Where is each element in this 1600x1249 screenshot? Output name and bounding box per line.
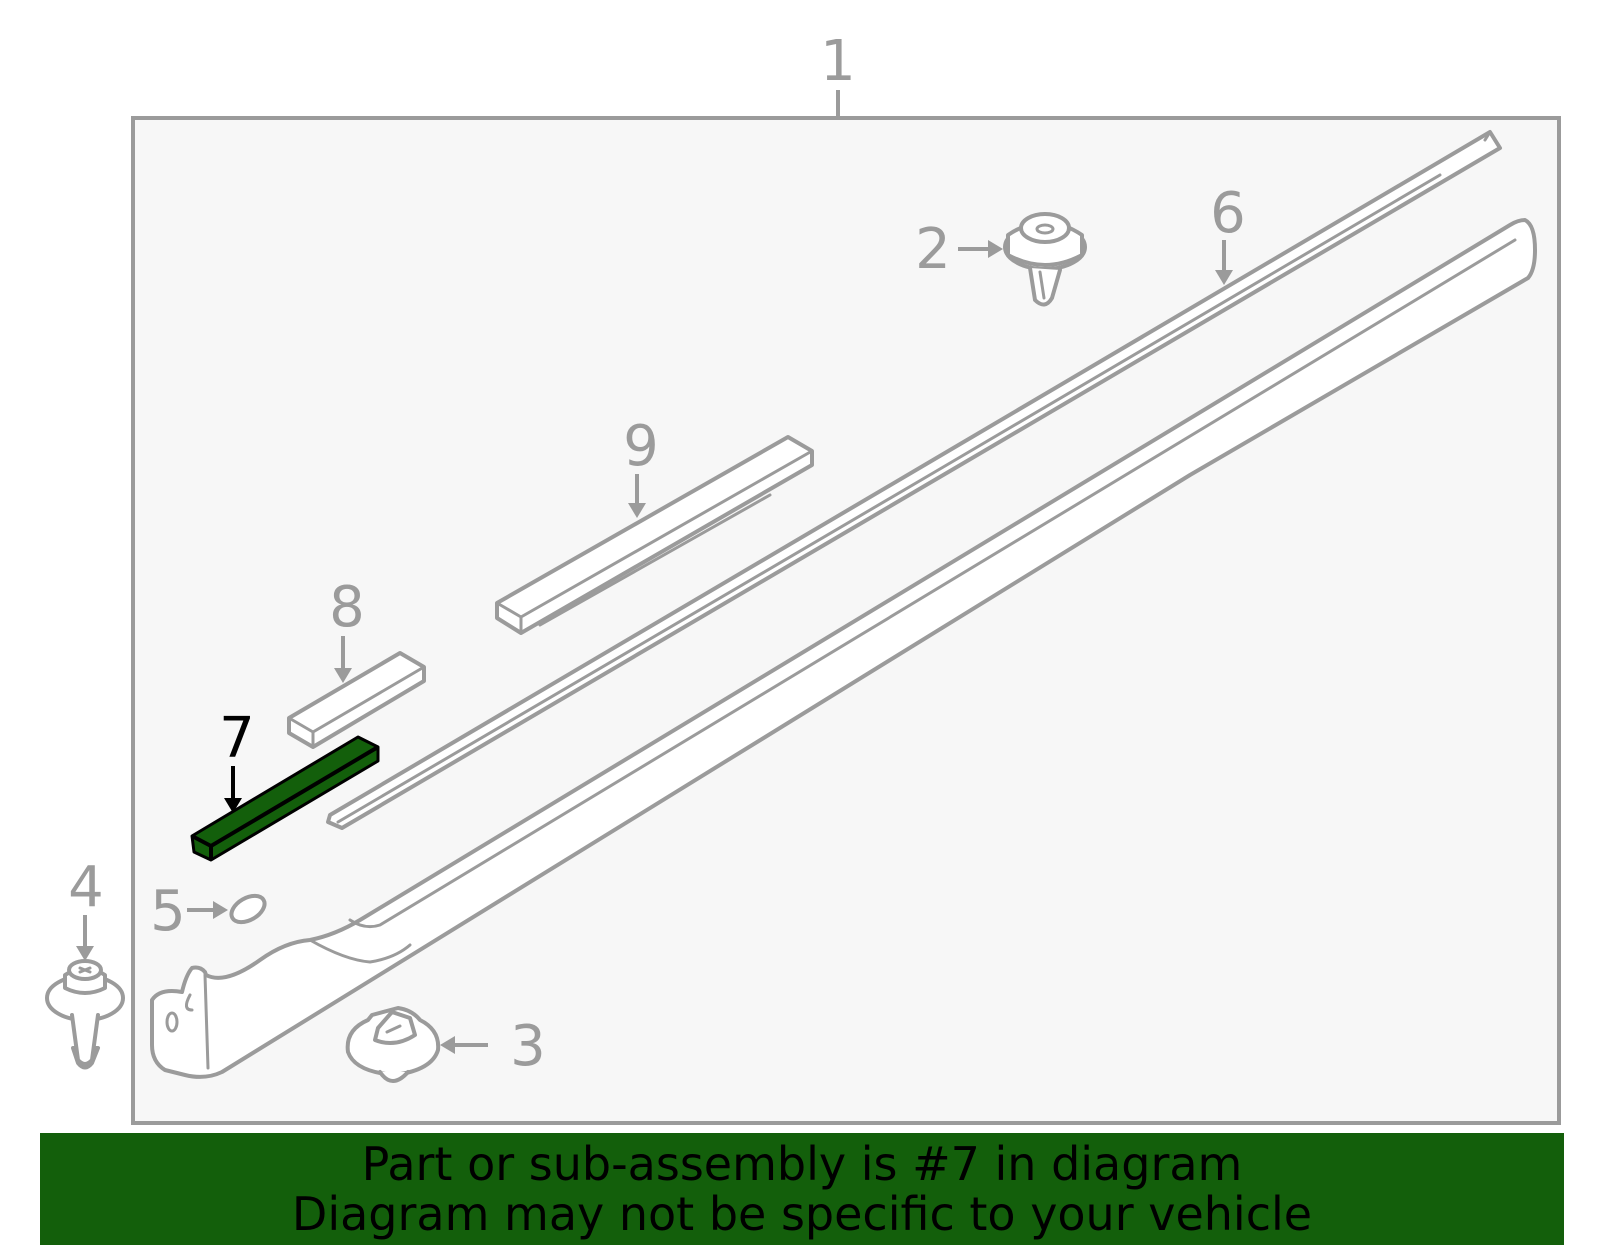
rocker-molding [150, 218, 1537, 1079]
part-3-clip [345, 1006, 441, 1083]
callout-7-label: 7 [219, 706, 255, 771]
callout-2-label: 2 [915, 217, 951, 282]
banner-line-1: Part or sub-assembly is #7 in diagram [361, 1137, 1243, 1191]
part-6-sill-strip [326, 130, 1502, 830]
part-9-molding-piece [495, 435, 814, 635]
callout-6-arrowhead [1215, 270, 1233, 285]
callout-7-arrowhead [224, 798, 242, 813]
callout-4-arrowhead [76, 946, 94, 961]
callout-5-label: 5 [150, 879, 186, 944]
part-7-highlighted [190, 735, 380, 862]
callout-6-label: 6 [1210, 181, 1246, 246]
callout-9-label: 9 [623, 414, 659, 479]
callout-3-arrowhead [440, 1036, 455, 1054]
part-2-push-clip [1003, 212, 1087, 307]
callout-8-label: 8 [329, 575, 365, 640]
callout-2-arrowhead [988, 240, 1003, 258]
part-4-fastener [45, 959, 125, 1070]
callout-9-arrowhead [628, 503, 646, 518]
callout-5-arrowhead [213, 901, 228, 919]
part-5-seal [229, 893, 267, 925]
callout-1-label: 1 [820, 29, 856, 94]
callout-4-label: 4 [68, 855, 104, 920]
callout-8-arrowhead [334, 668, 352, 683]
part-8-molding-piece [287, 651, 426, 749]
banner-line-2: Diagram may not be specific to your vehi… [291, 1187, 1313, 1241]
part-info-banner: Part or sub-assembly is #7 in diagram Di… [40, 1133, 1564, 1245]
callout-3-label: 3 [510, 1014, 546, 1079]
